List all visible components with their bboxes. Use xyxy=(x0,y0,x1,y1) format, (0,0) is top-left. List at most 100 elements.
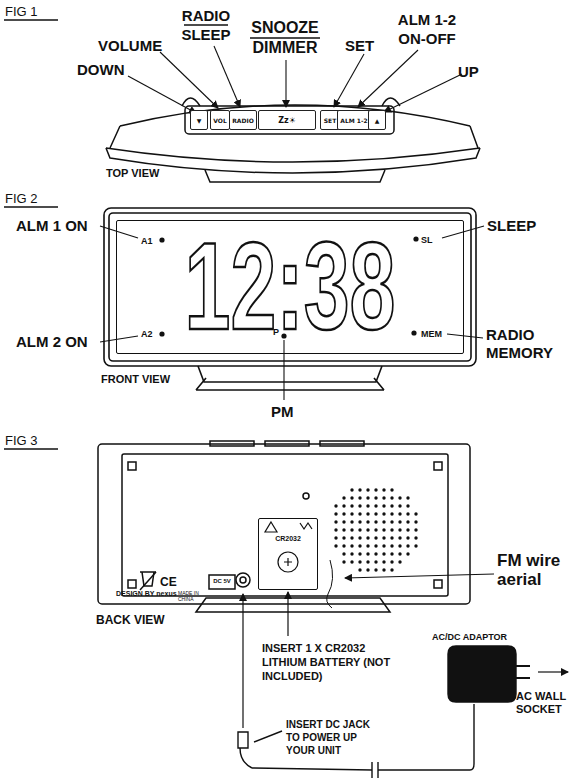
node-label: CR2032 xyxy=(259,535,317,542)
battery-cover: CR2032 xyxy=(258,518,318,590)
housing-inner xyxy=(122,454,448,596)
volume-button: VOL xyxy=(210,110,230,130)
speaker-hole xyxy=(334,528,337,531)
leader-arrow xyxy=(287,592,288,636)
callout-label: UP xyxy=(458,63,479,80)
speaker-hole xyxy=(358,536,361,539)
stand-foot xyxy=(196,378,384,390)
speaker-hole xyxy=(374,544,377,547)
socket-arrow xyxy=(538,671,568,672)
node-label: Zz☀ xyxy=(278,116,296,125)
callout-label: PM xyxy=(271,403,294,420)
leader-line xyxy=(334,54,364,107)
instruction-note: INSERT 1 X CR2032 LITHIUM BATTERY (NOT I… xyxy=(262,641,392,683)
figure-number: FIG 1 xyxy=(5,4,38,19)
clock-top-view xyxy=(106,98,480,182)
origin-text: MADE IN CHINA xyxy=(178,590,210,602)
adaptor-body xyxy=(448,646,516,702)
callout-label: RADIO SLEEP xyxy=(176,6,236,44)
indicator-text: SL xyxy=(421,235,433,245)
rear-knob xyxy=(382,98,400,106)
callout-label: DOWN xyxy=(77,61,125,78)
speaker-hole xyxy=(390,488,393,491)
speaker-hole xyxy=(366,552,369,555)
alarm-button: ALM 1-2 xyxy=(337,110,371,130)
speaker-hole xyxy=(358,496,361,499)
speaker-hole xyxy=(366,488,369,491)
clock-digits: 12:38 xyxy=(176,223,404,348)
clock-back-view xyxy=(98,441,470,612)
speaker-hole xyxy=(358,544,361,547)
speaker-hole xyxy=(358,512,361,515)
node-label: ALM 1-2 xyxy=(340,117,367,124)
coin-cell xyxy=(278,552,298,572)
speaker-hole xyxy=(334,520,337,523)
speaker-hole xyxy=(334,504,337,507)
rating-text: DC 5V xyxy=(211,578,233,585)
indicator-text: P xyxy=(273,327,279,337)
speaker-hole xyxy=(366,528,369,531)
speaker-hole xyxy=(390,544,393,547)
speaker-hole xyxy=(398,512,401,515)
leader-line xyxy=(100,336,138,342)
leader-line xyxy=(358,50,418,107)
speaker-hole xyxy=(342,528,345,531)
speaker-hole xyxy=(358,560,361,563)
stand xyxy=(196,598,390,612)
speaker-hole xyxy=(374,512,377,515)
dc-plug xyxy=(238,732,248,748)
speaker-hole xyxy=(382,560,385,563)
speaker-hole xyxy=(334,512,337,515)
speaker-hole xyxy=(414,520,417,523)
battery-cover-detail xyxy=(265,522,312,572)
callout-label: VOLUME xyxy=(98,37,162,54)
warning-triangle xyxy=(265,522,277,532)
vent xyxy=(320,441,364,446)
front-edge xyxy=(106,148,480,162)
aerial-wire xyxy=(327,560,333,608)
speaker-hole xyxy=(382,528,385,531)
speaker-hole xyxy=(358,528,361,531)
speaker-hole xyxy=(358,504,361,507)
screw xyxy=(128,462,136,470)
fig-underline xyxy=(4,448,58,449)
leader-line xyxy=(254,731,282,742)
speaker-hole xyxy=(406,496,409,499)
speaker-hole xyxy=(350,536,353,539)
callout-label: RADIO MEMORY xyxy=(486,326,566,362)
speaker-hole xyxy=(390,552,393,555)
plus-mark xyxy=(284,558,292,566)
speaker-hole xyxy=(398,560,401,563)
speaker-hole xyxy=(358,520,361,523)
speaker-hole xyxy=(374,488,377,491)
speaker-hole xyxy=(358,568,361,571)
speaker-hole xyxy=(366,560,369,563)
speaker-hole xyxy=(390,560,393,563)
top-edge xyxy=(120,105,470,126)
plug-strain xyxy=(240,748,252,768)
callout-lines xyxy=(128,46,462,113)
indicator-text: MEM xyxy=(421,329,442,339)
speaker-hole xyxy=(334,544,337,547)
speaker-grille xyxy=(334,488,417,571)
figure-number: FIG 3 xyxy=(5,433,38,448)
speaker-hole xyxy=(366,568,369,571)
speaker-hole xyxy=(390,512,393,515)
view-title: FRONT VIEW xyxy=(101,373,170,386)
dc-jack-pin xyxy=(240,577,246,583)
frame-bevel xyxy=(109,213,471,361)
speaker-hole xyxy=(342,544,345,547)
speaker-hole xyxy=(374,560,377,563)
speaker-hole xyxy=(350,488,353,491)
speaker-hole xyxy=(406,512,409,515)
speaker-hole xyxy=(350,520,353,523)
speaker-hole xyxy=(374,520,377,523)
speaker-hole xyxy=(414,528,417,531)
speaker-hole xyxy=(398,536,401,539)
speaker-hole xyxy=(382,504,385,507)
speaker-hole xyxy=(342,536,345,539)
leader-arrow xyxy=(242,594,243,728)
speaker-hole xyxy=(390,528,393,531)
indicator-dot xyxy=(411,330,416,335)
